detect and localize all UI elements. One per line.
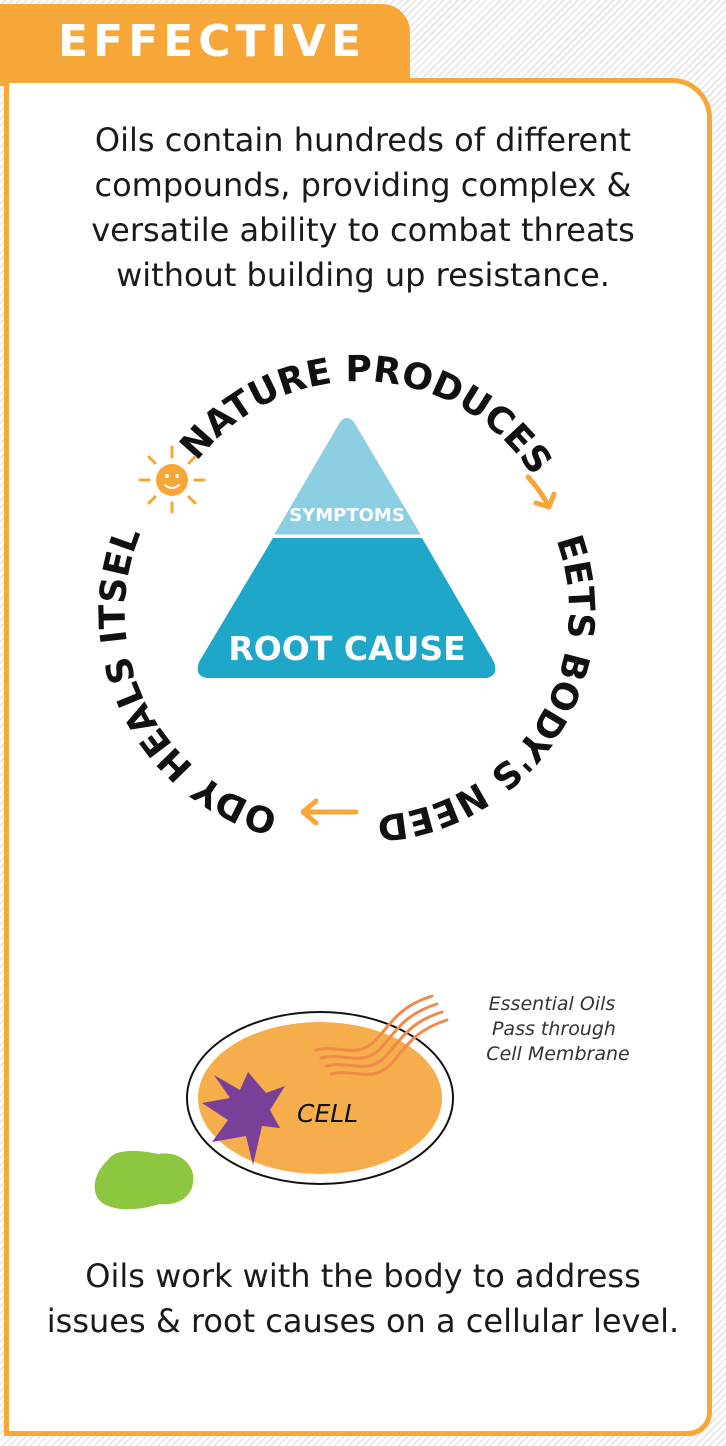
pyramid-label-symptoms: SYMPTOMS — [289, 505, 405, 526]
cycle-arrow-right — [525, 474, 557, 510]
pyramid-label-root-cause: ROOT CAUSE — [228, 629, 465, 668]
oil-annotation: Essential Oils Pass through Cell Membran… — [486, 993, 629, 1065]
page-title: EFFECTIVE — [58, 16, 367, 67]
pyramid-top-section — [274, 418, 421, 535]
sun-icon — [138, 445, 206, 514]
oil-waves-icon — [314, 994, 449, 1076]
cell-diagram: CELL Essential Oils Pass through Cell Me… — [94, 993, 630, 1210]
cell-membrane — [186, 1011, 454, 1185]
outro-text: Oils work with the body to address issue… — [46, 1257, 680, 1340]
pyramid: SYMPTOMS ROOT CAUSE — [197, 418, 496, 678]
green-blob — [94, 1150, 194, 1210]
cell-label: CELL — [297, 1099, 358, 1128]
nucleus-shape — [202, 1072, 285, 1165]
cycle-arrow-bottom — [300, 798, 359, 826]
content-card — [4, 78, 712, 1436]
header-tab: EFFECTIVE — [0, 4, 410, 86]
intro-text: Oils contain hundreds of different compo… — [91, 121, 635, 294]
pyramid-bottom-section — [197, 538, 496, 678]
